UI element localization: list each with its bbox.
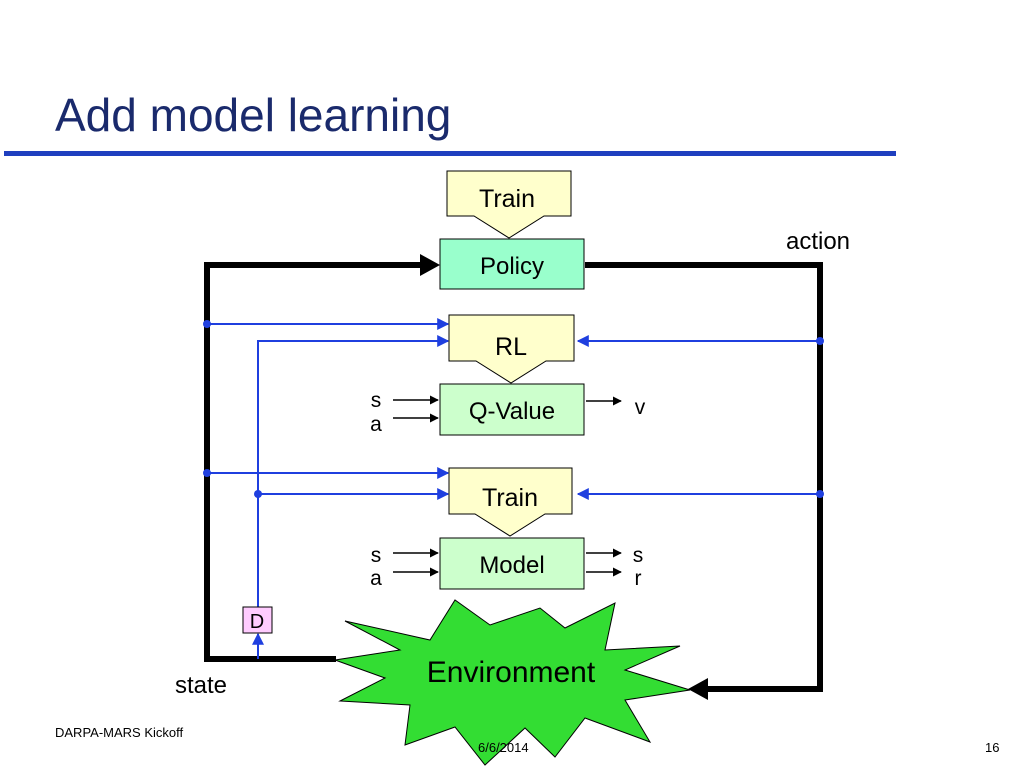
state-to-policy-line xyxy=(204,262,420,662)
train-model-block: Train xyxy=(448,467,573,537)
model-box: Model xyxy=(439,537,585,590)
policy-box: Policy xyxy=(439,238,585,290)
environment-label: Environment xyxy=(427,656,596,689)
policy-label: Policy xyxy=(480,253,544,280)
title-underline xyxy=(4,151,896,156)
model-output-r-label: r xyxy=(635,567,642,590)
q-value-box: Q-Value xyxy=(439,383,585,436)
q-value-label: Q-Value xyxy=(469,398,555,425)
q-input-s-label: s xyxy=(371,389,382,412)
blue-signal-lines xyxy=(207,318,820,659)
q-input-a-label: a xyxy=(370,413,382,436)
rl-block: RL xyxy=(448,314,575,384)
policy-input-arrowhead xyxy=(420,254,440,276)
train-model-label: Train xyxy=(482,484,538,512)
action-to-environment-line xyxy=(585,262,823,692)
delay-box: D xyxy=(242,606,273,634)
delayed-state-to-rl-line xyxy=(257,335,450,632)
junction-dots xyxy=(203,320,824,498)
slide-number: 16 xyxy=(985,740,1000,755)
slide-title: Add model learning xyxy=(55,89,452,141)
train-policy-block: Train xyxy=(446,170,572,239)
environment-burst: Environment xyxy=(334,599,691,766)
model-label: Model xyxy=(479,552,544,579)
model-io xyxy=(393,548,622,577)
main-loop xyxy=(204,254,823,700)
train-policy-label: Train xyxy=(479,185,535,213)
delay-label: D xyxy=(250,611,264,633)
action-label: action xyxy=(786,228,850,255)
q-value-io xyxy=(393,395,622,423)
model-output-s-label: s xyxy=(633,544,644,567)
model-input-a-label: a xyxy=(370,567,382,590)
footer-date: 6/6/2014 xyxy=(478,740,529,755)
environment-input-arrowhead xyxy=(688,678,708,700)
q-output-v-label: v xyxy=(635,396,646,419)
state-label: state xyxy=(175,672,227,699)
model-input-s-label: s xyxy=(371,544,382,567)
rl-label: RL xyxy=(495,333,527,361)
footer-left: DARPA-MARS Kickoff xyxy=(55,725,184,740)
